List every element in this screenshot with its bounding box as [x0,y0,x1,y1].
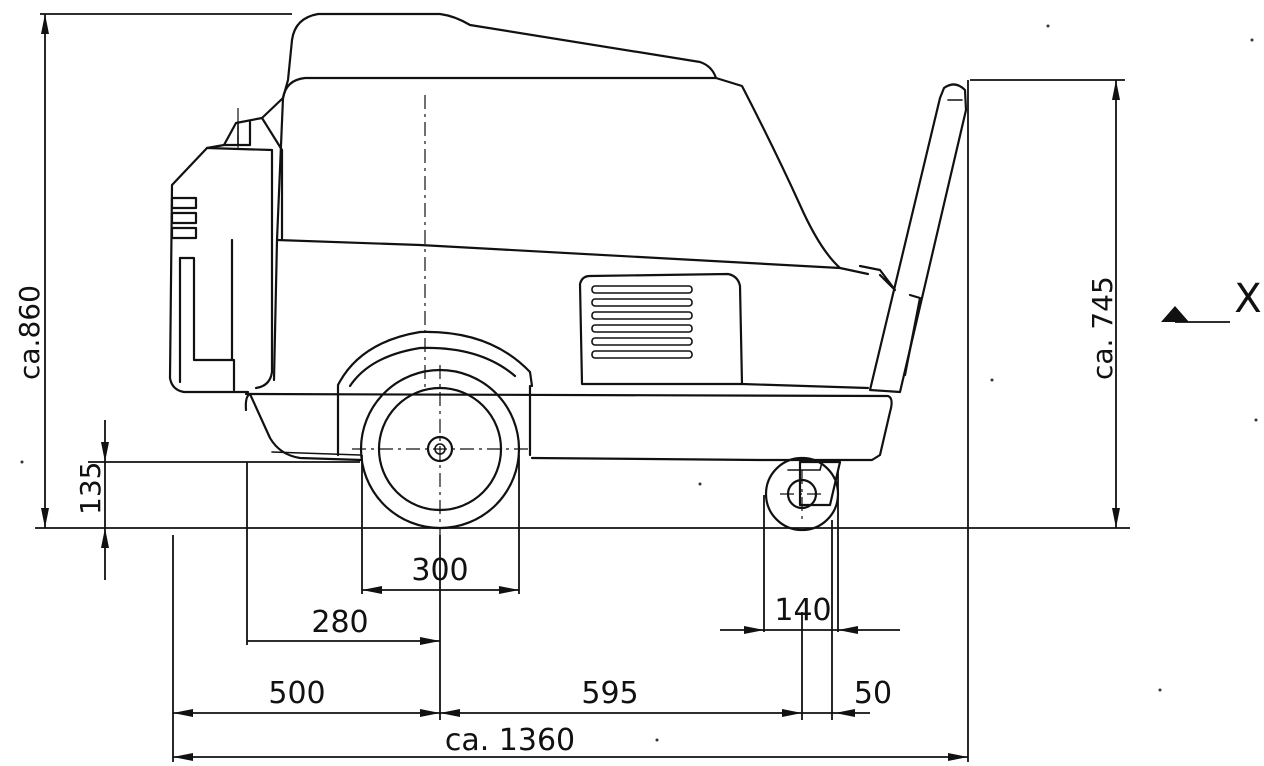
wheel-diameter-label: 300 [411,553,468,588]
centerlines [237,95,824,535]
machine-outline [168,12,897,462]
handle-height-label: ca. 745 [1086,276,1119,380]
overall-length-label: ca. 1360 [445,723,575,758]
caster-offset-label: 50 [854,676,892,711]
caster-wheel [764,456,842,532]
overall-height-label: ca.860 [13,285,46,380]
front-to-axle-label: 280 [311,605,368,640]
dimension-lines [35,13,1130,762]
caster-width-label: 140 [774,593,831,628]
push-handle [868,83,968,394]
view-marker-label: X [1234,276,1261,322]
rear-to-axle-label: 500 [268,676,325,711]
scan-specks [20,24,1258,742]
view-direction-marker [1161,306,1230,323]
axle-to-caster-label: 595 [581,676,638,711]
ground-clearance-label: 135 [74,462,107,515]
